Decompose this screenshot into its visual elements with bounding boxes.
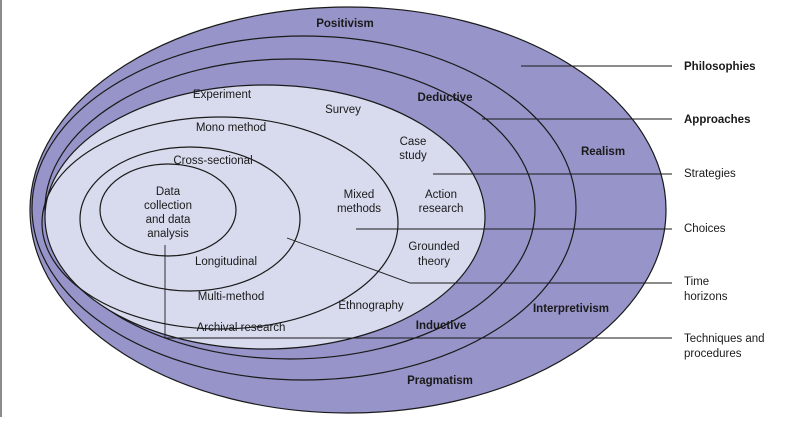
archival-research-label: Archival research: [197, 322, 286, 334]
experiment-label: Experiment: [193, 89, 252, 101]
techniques-side-label-line1: Techniques and: [684, 333, 765, 345]
techniques-side-label-line2: procedures: [684, 348, 742, 360]
case-study-label-line1: Case: [400, 136, 427, 148]
pragmatism-label: Pragmatism: [407, 375, 473, 387]
realism-label: Realism: [581, 146, 625, 158]
approaches-side-label: Approaches: [684, 114, 750, 126]
action-research-label-line1: Action: [425, 189, 457, 201]
multi-method-label: Multi-method: [198, 291, 264, 303]
philosophies-side-label: Philosophies: [684, 61, 756, 73]
ethnography-label: Ethnography: [338, 300, 403, 312]
survey-label: Survey: [325, 104, 361, 116]
case-study-label-line2: study: [399, 150, 427, 162]
strategies-side-label: Strategies: [684, 168, 736, 180]
core-label-line3: and data: [146, 214, 191, 226]
choices-layer-ellipse: [41, 116, 399, 330]
core-label-line2: collection: [144, 200, 192, 212]
deductive-label: Deductive: [418, 92, 473, 104]
positivism-label: Positivism: [316, 18, 374, 30]
time-horizons-side-label-line2: horizons: [684, 291, 728, 303]
interpretivism-label: Interpretivism: [533, 303, 609, 315]
inductive-label: Inductive: [416, 320, 466, 332]
mixed-methods-label-line1: Mixed: [344, 189, 375, 201]
time-horizons-side-label-line1: Time: [684, 276, 709, 288]
core-ellipse: [99, 163, 237, 257]
time-horizons-layer-ellipse: [79, 146, 301, 292]
action-research-label-line2: research: [419, 203, 464, 215]
grounded-theory-label-line1: Grounded: [408, 241, 459, 253]
cross-sectional-label: Cross-sectional: [173, 155, 252, 167]
core-label-line4: analysis: [147, 228, 189, 240]
techniques-leader-line: [164, 245, 672, 339]
grounded-theory-label-line2: theory: [418, 256, 450, 268]
mixed-methods-label-line2: methods: [337, 203, 381, 215]
core-label-line1: Data: [156, 186, 181, 198]
mono-method-label: Mono method: [196, 122, 266, 134]
time-horizons-leader-line: [286, 237, 672, 284]
longitudinal-label: Longitudinal: [195, 256, 257, 268]
approaches-layer-ellipse: [31, 35, 577, 381]
choices-side-label: Choices: [684, 223, 726, 235]
